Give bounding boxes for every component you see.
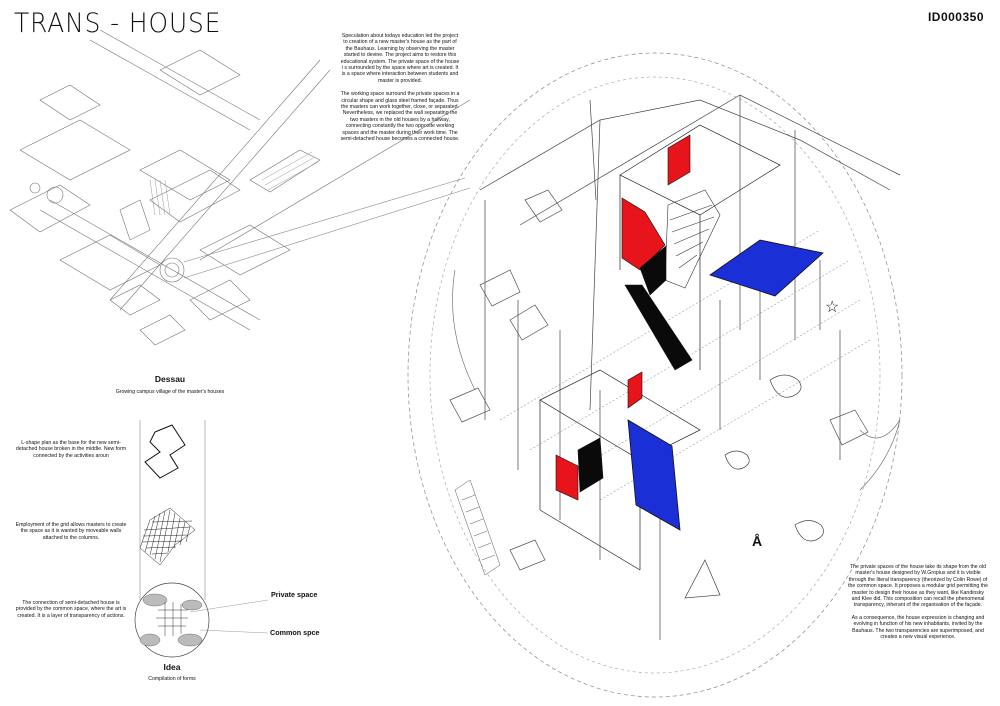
star-figure-icon: ☆ [825,299,840,316]
step3-text: The connection of semi-detached house is… [15,600,127,619]
colored-panels [555,134,824,531]
idea-caption: Idea Compilation of forms [112,662,232,682]
black-panel-bottom [577,437,604,493]
main-axonometric [407,52,903,698]
blue-roof-panel [709,239,824,297]
idea-diagram [134,420,269,658]
label-private-space: Private space [271,590,318,599]
step1-text: L-shape plan as the base for the new sem… [15,440,127,459]
site-caption-title: Dessau [154,374,186,384]
black-panel-small [639,245,667,296]
person-figure-icon: Å [752,533,763,549]
intro-paragraph-1: Speculation about todays education led t… [340,33,460,84]
step2-text: Employment of the grid allows masters to… [15,522,127,541]
intro-text: Speculation about todays education led t… [340,33,460,143]
idea-caption-title: Idea [163,662,181,672]
red-panel-mid [627,371,643,409]
page-title: TRANS - HOUSE [14,8,222,39]
site-caption-sub: Growing campus village of the master's h… [115,389,225,395]
right-paragraph-2: As a consequence, the house expression i… [851,614,985,641]
site-plan-drawing [9,29,471,346]
black-panel-long [624,284,693,371]
red-panel-top [667,134,691,186]
blue-panel-bottom [627,419,681,531]
project-id: ID000350 [927,10,984,24]
label-common-space: Common spce [270,628,320,637]
right-paragraph-1: The private spaces of the house take its… [848,564,988,609]
red-panel-bottom [555,454,579,501]
site-caption: Dessau Growing campus village of the mas… [100,374,240,395]
right-text: The private spaces of the house take its… [848,564,988,640]
idea-caption-sub: Compilation of forms [148,676,196,682]
intro-paragraph-2: The working space surround the private s… [340,91,460,143]
